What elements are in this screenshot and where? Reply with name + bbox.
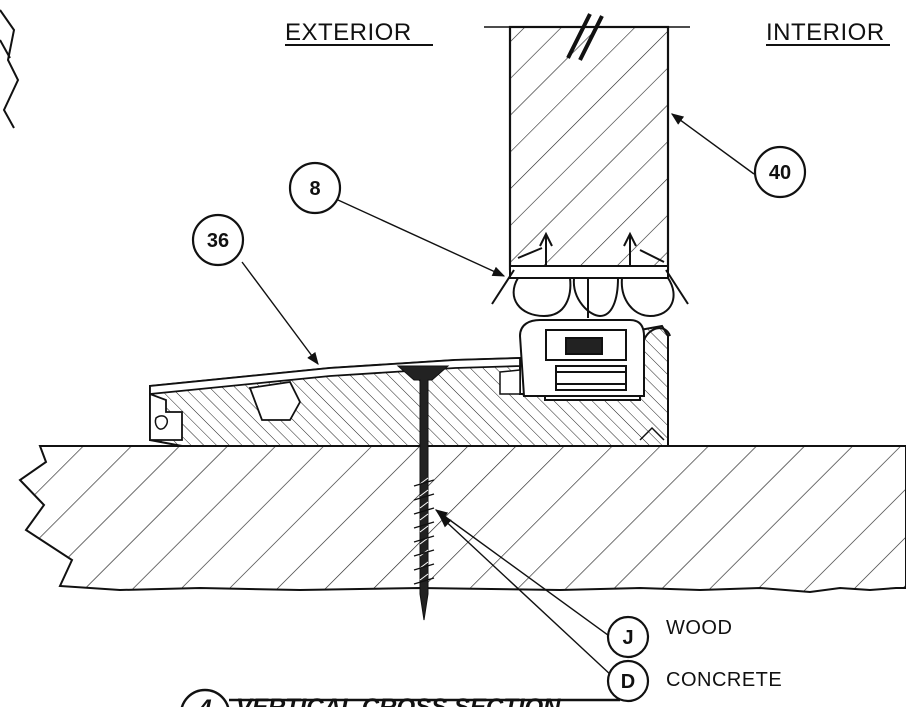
jamb-fragment: [0, 9, 20, 129]
leader-lines: [241, 113, 755, 677]
adjustable-carrier: [518, 319, 671, 397]
door-panel: [484, 13, 690, 271]
svg-text:J: J: [622, 627, 633, 649]
callout-40: 40: [753, 145, 807, 199]
section-number: 4: [197, 695, 211, 707]
section-title: 4 VERTICAL CROSS SECTION: [180, 688, 620, 707]
section-title-text: VERTICAL CROSS SECTION: [236, 694, 561, 707]
svg-text:8: 8: [309, 178, 320, 200]
wood-note: WOOD: [666, 617, 732, 639]
concrete-note: CONCRETE: [666, 669, 782, 691]
callout-d: D: [606, 659, 650, 703]
callout-j: J: [606, 615, 650, 659]
anchor-screw: [396, 365, 450, 621]
svg-text:D: D: [621, 671, 635, 693]
svg-text:36: 36: [207, 230, 229, 252]
callout-8: 8: [288, 161, 342, 215]
callout-36: 36: [191, 213, 245, 267]
floor-substrate: [18, 445, 906, 594]
door-sweep: [491, 231, 689, 318]
svg-text:40: 40: [769, 162, 791, 184]
exterior-label: EXTERIOR: [285, 19, 412, 46]
interior-label: INTERIOR: [766, 19, 885, 46]
